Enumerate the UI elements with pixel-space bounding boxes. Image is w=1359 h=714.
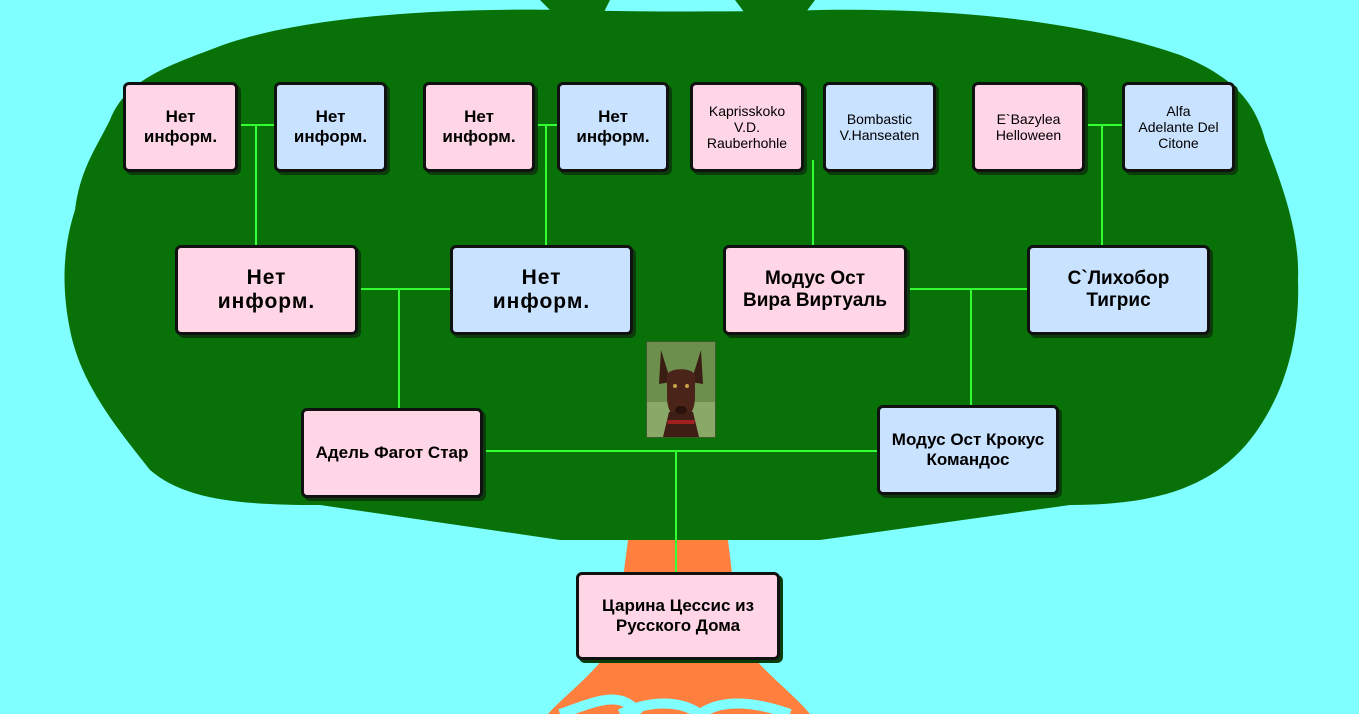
- ggp-box-5[interactable]: Kaprisskoko V.D. Rauberhohle: [690, 82, 804, 172]
- tree-roots: [558, 694, 792, 714]
- gp-box-sire-sire[interactable]: С`Лихобор Тигрис: [1027, 245, 1210, 335]
- ggp-name-5: Kaprisskoko V.D. Rauberhohle: [706, 102, 788, 152]
- dog-photo: [646, 341, 716, 438]
- ggp-name-6: Bombastic V.Hanseaten: [839, 110, 920, 143]
- parent-box-sire[interactable]: Модус Ост Крокус Командос: [877, 405, 1059, 495]
- pedigree-connectors: [238, 124, 1122, 572]
- root-name: Царина Цессис из Русского Дома: [601, 596, 755, 635]
- ggp-box-8[interactable]: Alfa Adelante Del Citone: [1122, 82, 1235, 172]
- ggp-box-1[interactable]: Нет информ.: [123, 82, 238, 172]
- ggp-box-3[interactable]: Нет информ.: [423, 82, 535, 172]
- ggp-name-7: E`Bazylea Helloween: [995, 110, 1062, 143]
- ggp-box-4[interactable]: Нет информ.: [557, 82, 669, 172]
- gp-box-dam-sire[interactable]: Нет информ.: [450, 245, 633, 335]
- gp-name-sire-sire: С`Лихобор Тигрис: [1067, 268, 1170, 311]
- root-box[interactable]: Царина Цессис из Русского Дома: [576, 572, 780, 660]
- ggp-box-7[interactable]: E`Bazylea Helloween: [972, 82, 1085, 172]
- parent-name-sire: Модус Ост Крокус Командос: [891, 430, 1045, 469]
- parent-box-dam[interactable]: Адель Фагот Стар: [301, 408, 483, 498]
- ggp-box-2[interactable]: Нет информ.: [274, 82, 387, 172]
- gp-name-sire-dam: Модус Ост Вира Виртуаль: [742, 268, 888, 311]
- ggp-name-4: Нет информ.: [576, 107, 650, 146]
- parent-name-dam: Адель Фагот Стар: [315, 443, 469, 463]
- gp-name-dam-dam: Нет информ.: [217, 265, 316, 313]
- ggp-name-3: Нет информ.: [442, 107, 516, 146]
- ggp-box-6[interactable]: Bombastic V.Hanseaten: [823, 82, 936, 172]
- gp-box-sire-dam[interactable]: Модус Ост Вира Виртуаль: [723, 245, 907, 335]
- gp-box-dam-dam[interactable]: Нет информ.: [175, 245, 358, 335]
- ggp-name-2: Нет информ.: [293, 107, 368, 146]
- gp-name-dam-sire: Нет информ.: [492, 265, 591, 313]
- ggp-name-8: Alfa Adelante Del Citone: [1138, 102, 1219, 152]
- doberman-portrait-icon: [647, 342, 715, 437]
- ggp-name-1: Нет информ.: [143, 107, 218, 146]
